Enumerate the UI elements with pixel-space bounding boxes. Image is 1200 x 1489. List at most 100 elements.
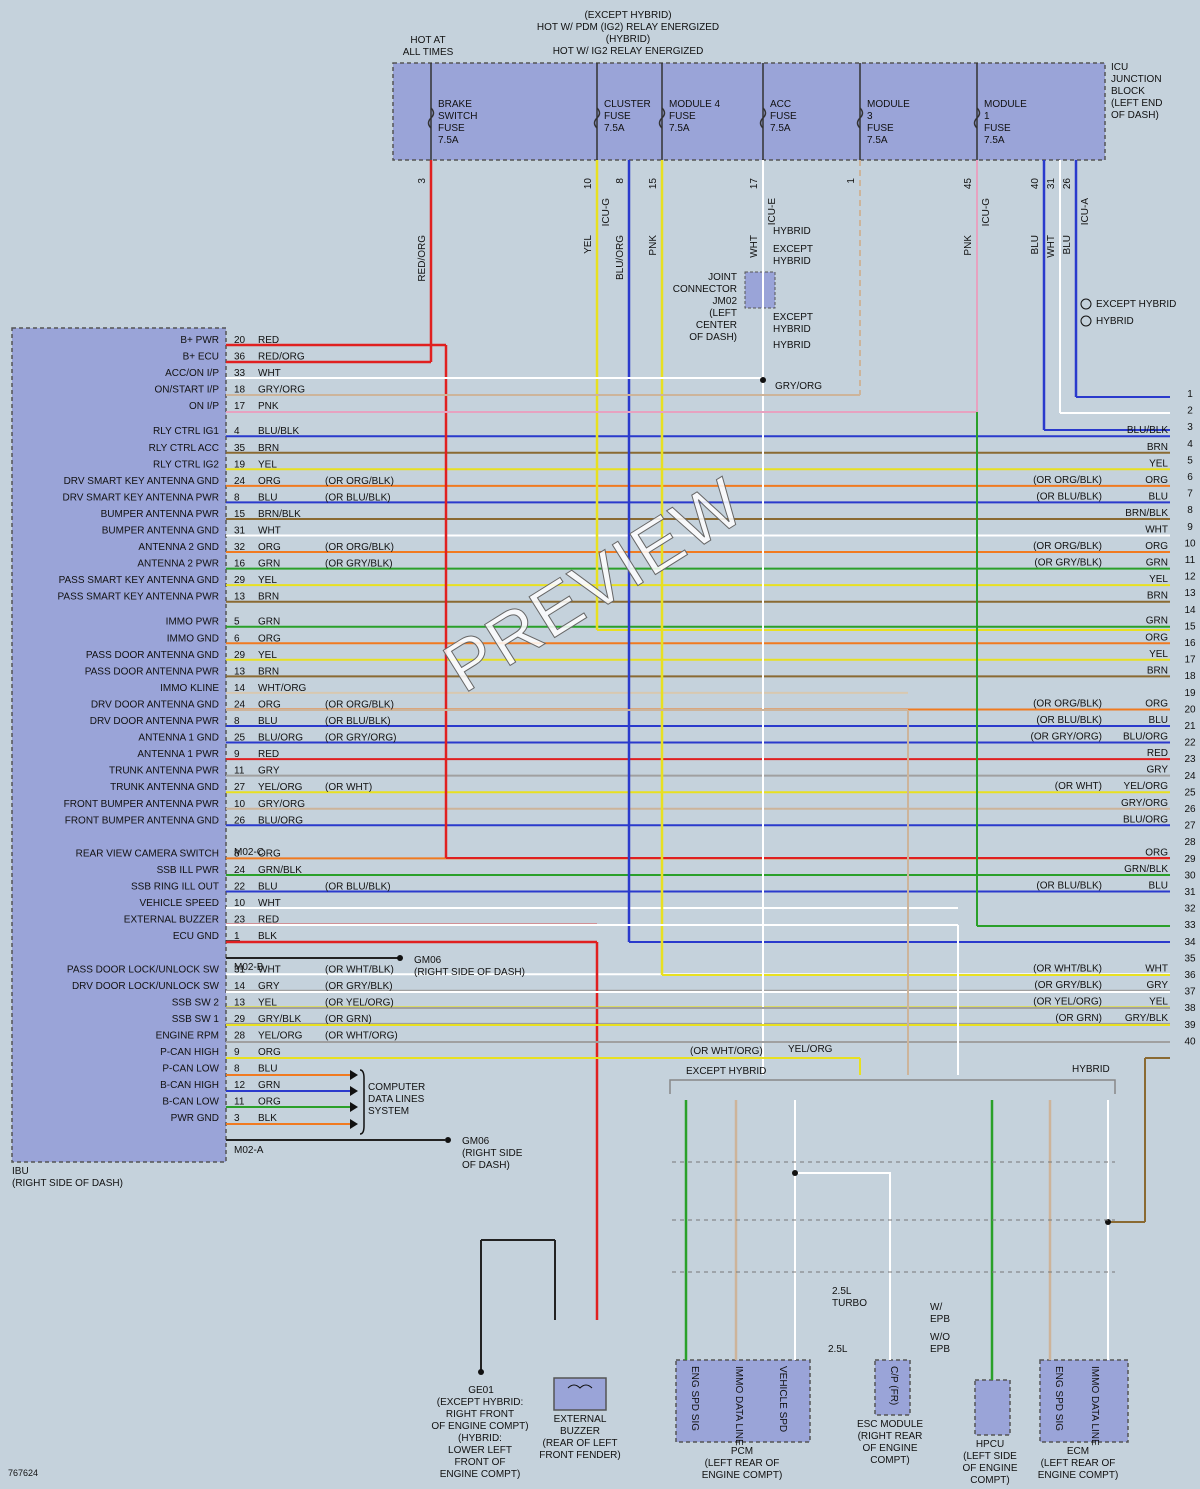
ibu-pin-number: 13	[234, 592, 246, 603]
ibu-pin-name: ON I/P	[189, 401, 219, 412]
fuse-label: 3	[867, 111, 873, 122]
ibu-pin-name: B-CAN LOW	[162, 1097, 219, 1108]
ibu-wire-color: RED	[258, 749, 279, 760]
ibu-pin-number: 24	[234, 865, 246, 876]
joint-connector-label: JM02	[713, 296, 738, 307]
branch-yel-org: YEL/ORG	[788, 1044, 833, 1055]
ibu-pin-number: 20	[234, 335, 246, 346]
ibu-pin-name: ANTENNA 2 GND	[138, 542, 219, 553]
ibu-pin-number: 25	[234, 733, 246, 744]
right-terminal-number: 15	[1184, 621, 1196, 632]
ibu-pin-number: 13	[234, 997, 246, 1008]
ibu-wire-color: BLU/ORG	[258, 733, 303, 744]
ibu-alt-color: (OR WHT/BLK)	[325, 964, 394, 975]
buzzer-icon	[567, 1384, 593, 1389]
right-wire-color: YEL	[1149, 996, 1168, 1007]
right-alt-color: (OR WHT)	[1055, 781, 1102, 792]
joint-connector-label: JOINT	[708, 272, 737, 283]
fuse-label: FUSE	[669, 111, 696, 122]
jm02-note: HYBRID	[773, 324, 811, 335]
right-wire-color: ORG	[1145, 475, 1168, 486]
ibu-wire-color: ORG	[258, 1047, 281, 1058]
right-alt-color: (OR ORG/BLK)	[1033, 698, 1102, 709]
icu-wire-color: BLU	[1062, 235, 1073, 254]
right-terminal-number: 10	[1184, 538, 1196, 549]
ibu-pin-number: 28	[234, 1030, 246, 1041]
right-alt-color: (OR WHT/BLK)	[1033, 963, 1102, 974]
icu-block-label: ICU	[1111, 62, 1128, 73]
icu-pin-number: 15	[648, 178, 659, 190]
ibu-wire-color: GRY	[258, 981, 280, 992]
ground-label: GE01	[468, 1385, 494, 1396]
joint-connector-label: CONNECTOR	[673, 284, 737, 295]
ibu-pin-name: PASS DOOR ANTENNA PWR	[85, 666, 219, 677]
ibu-wire-color: YEL	[258, 575, 277, 586]
icu-wire-color: PNK	[963, 235, 974, 256]
right-wire-color: BRN	[1147, 442, 1168, 453]
right-terminal-number: 9	[1187, 522, 1193, 533]
ibu-wire-color: GRY/ORG	[258, 799, 305, 810]
right-wire-color: ORG	[1145, 541, 1168, 552]
ibu-wire-color: GRN	[258, 559, 280, 570]
splice-dot	[760, 377, 766, 383]
module-location: COMPT)	[970, 1475, 1009, 1486]
fuse-label: 7.5A	[438, 135, 459, 146]
ibu-wire-color: ORG	[258, 542, 281, 553]
module-location: OF ENGINE	[862, 1443, 917, 1454]
ibu-wire-color: YEL	[258, 997, 277, 1008]
can-arrow-icon	[350, 1086, 358, 1096]
computer-data-lines-label: DATA LINES	[368, 1094, 425, 1105]
ibu-pin-name: DRV DOOR ANTENNA PWR	[90, 716, 219, 727]
ibu-alt-color: (OR ORG/BLK)	[325, 476, 394, 487]
fuse-icon	[973, 107, 981, 129]
right-terminal-number: 6	[1187, 472, 1193, 483]
computer-data-lines-label: COMPUTER	[368, 1082, 425, 1093]
right-terminal-number: 12	[1184, 572, 1196, 583]
right-alt-color: (OR ORG/BLK)	[1033, 475, 1102, 486]
icu-wire-color: YEL	[583, 235, 594, 254]
ground-note: (RIGHT SIDE OF DASH)	[414, 967, 525, 978]
ibu-pin-number: 31	[234, 526, 246, 537]
ibu-wire-color: ORG	[258, 633, 281, 644]
ibu-pin-number: 16	[234, 559, 246, 570]
right-terminal-number: 35	[1184, 953, 1196, 964]
right-wire-color: BLU/ORG	[1123, 814, 1168, 825]
ibu-pin-name: ANTENNA 2 PWR	[137, 559, 219, 570]
ibu-pin-number: 14	[234, 981, 246, 992]
jm02-note: HYBRID	[773, 340, 811, 351]
ibu-alt-color: (OR BLU/BLK)	[325, 492, 391, 503]
legend-one-icon	[1080, 298, 1092, 310]
ibu-wire-color: BLU	[258, 492, 277, 503]
ibu-pin-name: ANTENNA 1 PWR	[137, 749, 219, 760]
ibu-pin-number: 29	[234, 650, 246, 661]
module-location: COMPT)	[870, 1455, 909, 1466]
fuse-icon	[856, 107, 864, 129]
ibu-pin-name: SSB ILL PWR	[157, 865, 219, 876]
ground-label: GM06	[414, 955, 442, 966]
ground-icon	[397, 955, 403, 961]
ibu-pin-name: EXTERNAL BUZZER	[124, 915, 219, 926]
fuse-label: 7.5A	[770, 123, 791, 134]
buzzer-location: FRONT FENDER)	[539, 1450, 620, 1461]
icu-connector-id: ICU-A	[1080, 198, 1091, 226]
right-terminal-number: 1	[1187, 389, 1193, 400]
ibu-pin-name: FRONT BUMPER ANTENNA GND	[65, 815, 219, 826]
right-terminal-number: 31	[1184, 887, 1196, 898]
ibu-label: IBU	[12, 1166, 29, 1177]
right-terminal-number: 3	[1187, 422, 1193, 433]
ground-icon	[445, 1137, 451, 1143]
ibu-pin-name: ECU GND	[173, 931, 219, 942]
right-terminal-number: 23	[1184, 754, 1196, 765]
ibu-pin-name: IMMO KLINE	[160, 683, 219, 694]
right-terminal-number: 32	[1184, 904, 1196, 915]
fuse-label: FUSE	[770, 111, 797, 122]
ibu-wire-color: WHT	[258, 368, 281, 379]
ibu-pin-number: 24	[234, 699, 246, 710]
right-alt-color: (OR GRY/ORG)	[1031, 732, 1102, 743]
ibu-wire-color: BRN	[258, 592, 279, 603]
ground-icon	[478, 1369, 484, 1375]
ibu-pin-name: B+ ECU	[183, 352, 219, 363]
can-arrow-icon	[350, 1070, 358, 1080]
right-wire-color: BLU	[1149, 715, 1168, 726]
ibu-pin-number: 8	[234, 716, 240, 727]
